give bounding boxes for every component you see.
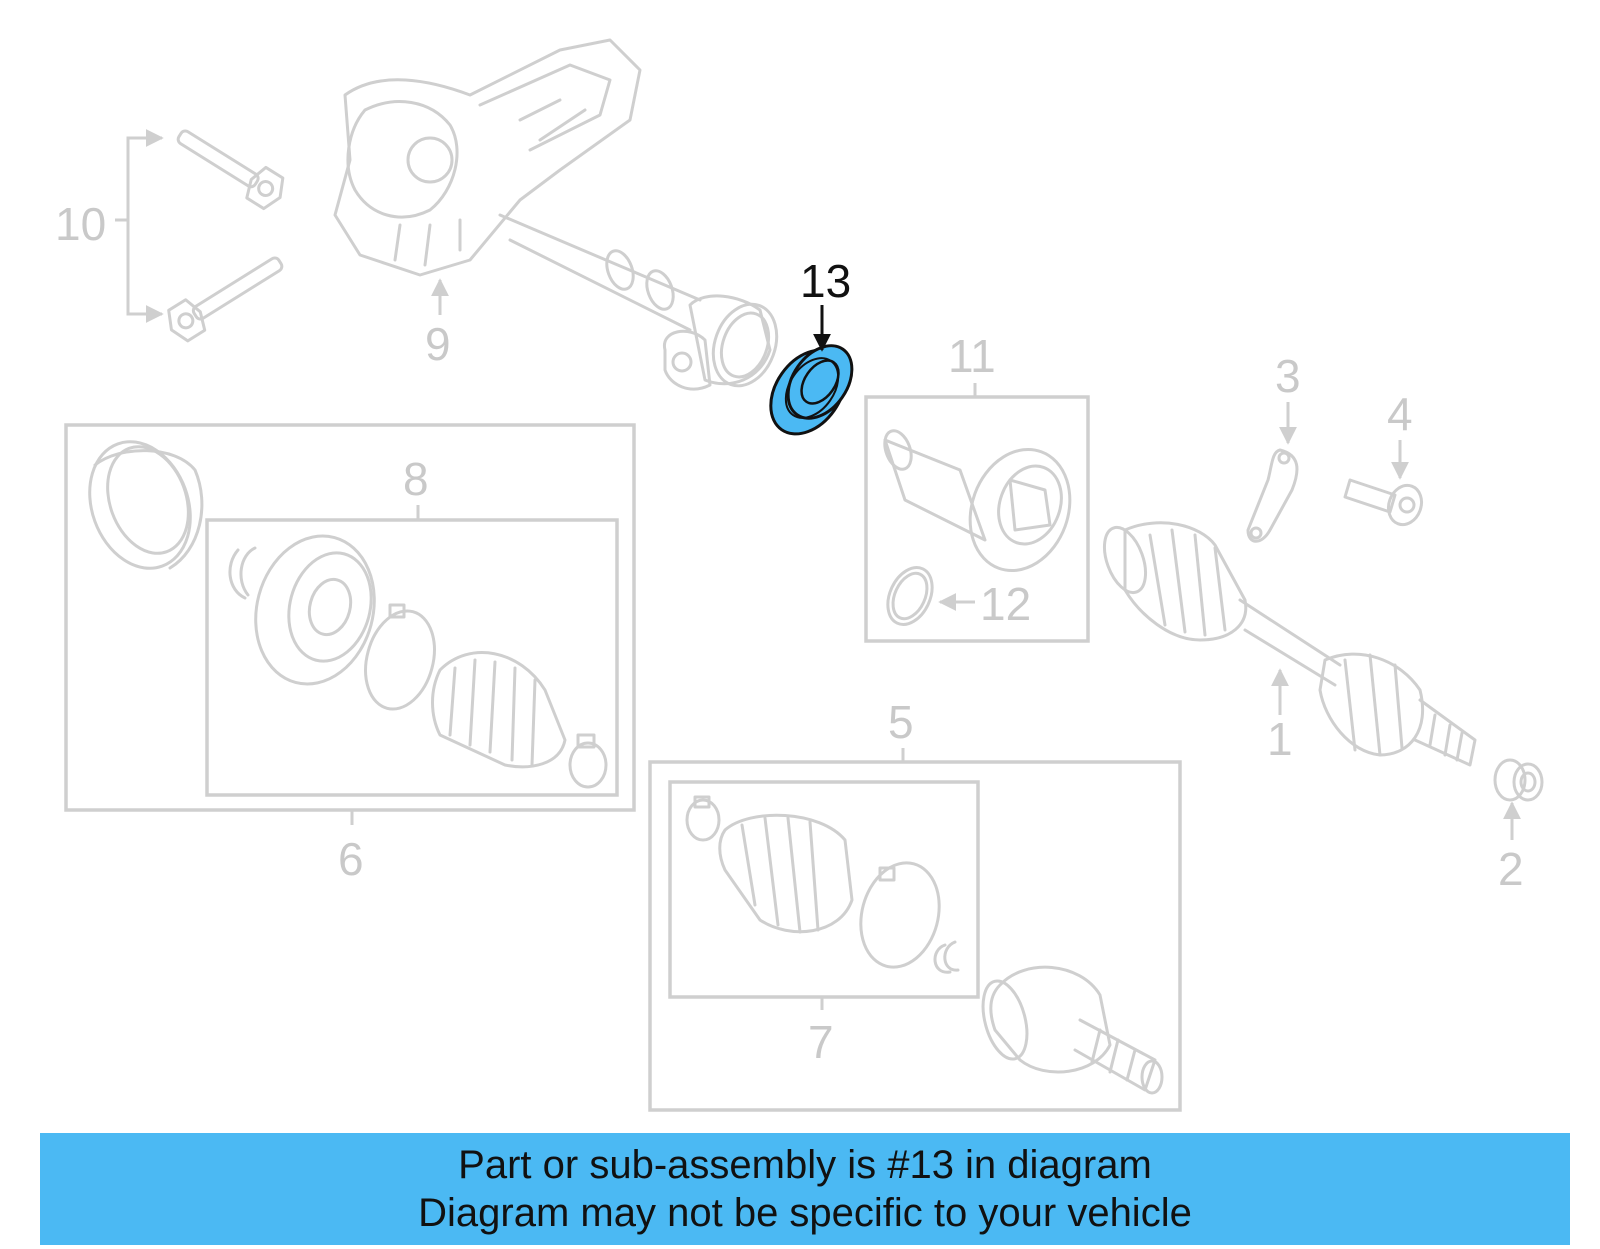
info-banner: Part or sub-assembly is #13 in diagram D… [40,1133,1570,1245]
part-8-box [205,518,619,797]
banner-line-1: Part or sub-assembly is #13 in diagram [458,1143,1152,1187]
part-5-box [648,760,1182,1112]
label-7: 7 [808,1016,834,1068]
part-6-joint-housing[interactable] [73,428,208,583]
label-1: 1 [1267,713,1293,765]
label-3: 3 [1275,350,1301,402]
label-2: 2 [1498,843,1524,895]
part-8-boot-kit[interactable] [228,523,608,789]
label-11: 11 [948,330,996,382]
part-10-bolts[interactable] [115,120,290,345]
part-11-box [864,395,1090,643]
label-4: 4 [1387,388,1413,440]
part-12-o-ring[interactable] [879,560,941,631]
part-13-seal[interactable] [755,334,865,448]
part-1-drive-shaft[interactable] [1096,521,1477,767]
label-8: 8 [403,453,429,505]
part-3-clip[interactable] [1246,448,1299,543]
label-9: 9 [425,318,451,370]
part-7-boot-kit[interactable] [685,795,960,976]
part-11-flange[interactable] [880,427,1086,585]
banner-line-2: Diagram may not be specific to your vehi… [418,1191,1192,1235]
label-5: 5 [888,696,914,748]
part-7-box [668,780,980,999]
label-10: 10 [55,198,106,250]
part-6-box [64,423,636,812]
part-2-nut[interactable] [1493,758,1544,802]
part-4-bolt[interactable] [1343,478,1427,529]
label-12: 12 [980,578,1031,630]
label-6: 6 [338,833,364,885]
part-5-outer-joint[interactable] [975,965,1164,1095]
label-13: 13 [800,255,851,307]
part-9-differential[interactable] [333,38,788,395]
